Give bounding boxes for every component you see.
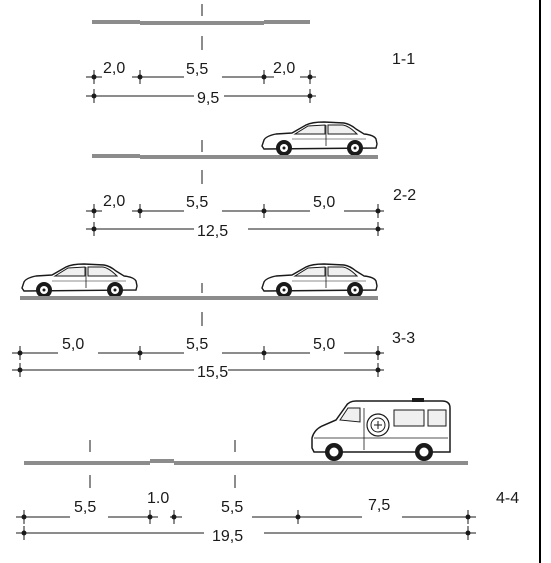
section-label: 4-4 [496, 490, 519, 507]
total-label: 15,5 [197, 364, 228, 381]
segment-label: 2,0 [103, 60, 125, 77]
total-label: 19,5 [212, 528, 243, 545]
segment-label: 1.0 [147, 490, 169, 507]
total-label: 9,5 [197, 90, 219, 107]
segment-label: 5,5 [74, 499, 96, 516]
section-2-2: 2,0 5,5 5,0 12,5 2-2 [86, 121, 416, 240]
segment-label: 5,5 [186, 61, 208, 78]
section-label: 3-3 [392, 330, 415, 347]
car-icon [21, 263, 138, 299]
segment-label: 2,0 [103, 193, 125, 210]
segment-label: 5,5 [221, 499, 243, 516]
dimension-ticks [21, 514, 471, 536]
car-icon [261, 263, 378, 299]
segment-label: 2,0 [273, 60, 295, 77]
section-1-1: 2,0 5,5 2,0 9,5 1-1 [86, 4, 415, 107]
segment-label: 7,5 [368, 497, 390, 514]
section-label: 2-2 [393, 187, 416, 204]
section-4-4: 5,5 1.0 5,5 7,5 19,5 4-4 [16, 397, 519, 545]
car-icon [261, 121, 378, 157]
section-3-3: 5,0 5,5 5,0 15,5 3-3 [12, 263, 415, 381]
segment-label: 5,0 [313, 194, 335, 211]
dimension-chain [86, 204, 384, 236]
dimension-ticks [91, 208, 381, 232]
ambulance-icon [311, 397, 451, 462]
total-label: 12,5 [197, 223, 228, 240]
dimension-ticks [17, 350, 381, 373]
segment-label: 5,5 [186, 194, 208, 211]
segment-label: 5,0 [313, 336, 335, 353]
dimension-ticks [91, 74, 313, 99]
section-label: 1-1 [392, 51, 415, 68]
segment-label: 5,0 [62, 336, 84, 353]
segment-label: 5,5 [186, 336, 208, 353]
